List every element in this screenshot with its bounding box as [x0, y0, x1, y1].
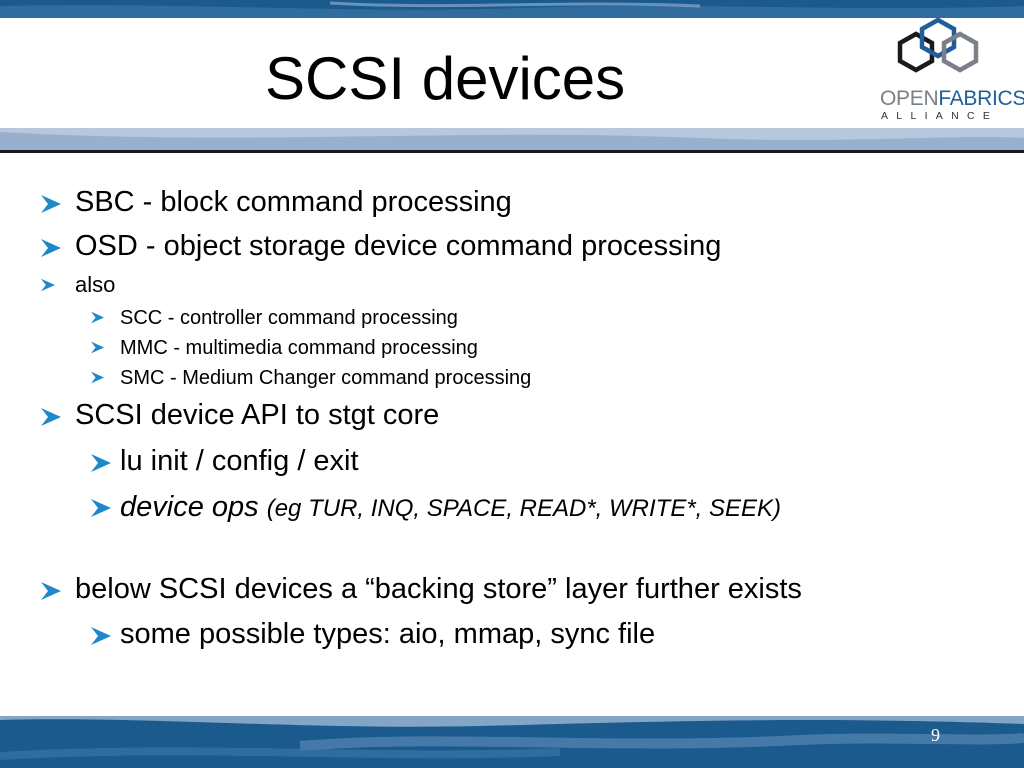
bullet-mmc: MMC - multimedia command processing [120, 337, 478, 359]
bullet-scc: SCC - controller command processing [120, 307, 458, 329]
logo-fabrics: FABRICS [938, 87, 1024, 110]
slide-title: SCSI devices [265, 45, 626, 112]
bullet-arrow-icon [91, 341, 104, 354]
bullet-arrow-icon [41, 582, 61, 600]
title-underline-band [0, 128, 1024, 153]
bullet-smc: SMC - Medium Changer command processing [120, 367, 532, 389]
bullet-lu-init: lu init / config / exit [120, 445, 359, 477]
bullet-arrow-icon [41, 278, 55, 292]
logo-alliance: ALLIANCE [881, 110, 999, 122]
device-ops-detail: (eg TUR, INQ, SPACE, READ*, WRITE*, SEEK… [266, 495, 782, 522]
bottom-decorative-band [0, 716, 1024, 768]
openfabrics-hexagon-logo-icon [897, 17, 979, 73]
bullet-arrow-icon [91, 311, 104, 324]
bullet-arrow-icon [41, 239, 61, 257]
bullet-arrow-icon [91, 371, 104, 384]
bullet-also: also [75, 272, 116, 297]
page-number: 9 [931, 725, 940, 745]
bullet-arrow-icon [91, 499, 111, 517]
bullet-arrow-icon [41, 408, 61, 426]
logo-open: OPEN [880, 87, 939, 110]
device-ops-label: device ops [120, 491, 259, 523]
bullet-device-ops: device ops (eg TUR, INQ, SPACE, READ*, W… [120, 490, 781, 526]
bullet-scsi-api: SCSI device API to stgt core [75, 399, 440, 431]
bullet-osd: OSD - object storage device command proc… [75, 230, 722, 262]
bullet-sbc: SBC - block command processing [75, 186, 512, 218]
bullet-arrow-icon [41, 195, 61, 213]
bullet-arrow-icon [91, 454, 111, 472]
logo-wordmark: OPENFABRICS [880, 88, 1024, 110]
bullet-possible-types: some possible types: aio, mmap, sync fil… [120, 618, 656, 650]
top-decorative-band [0, 0, 1024, 18]
bullet-arrow-icon [91, 627, 111, 645]
bullet-backing-store: below SCSI devices a “backing store” lay… [75, 573, 802, 605]
